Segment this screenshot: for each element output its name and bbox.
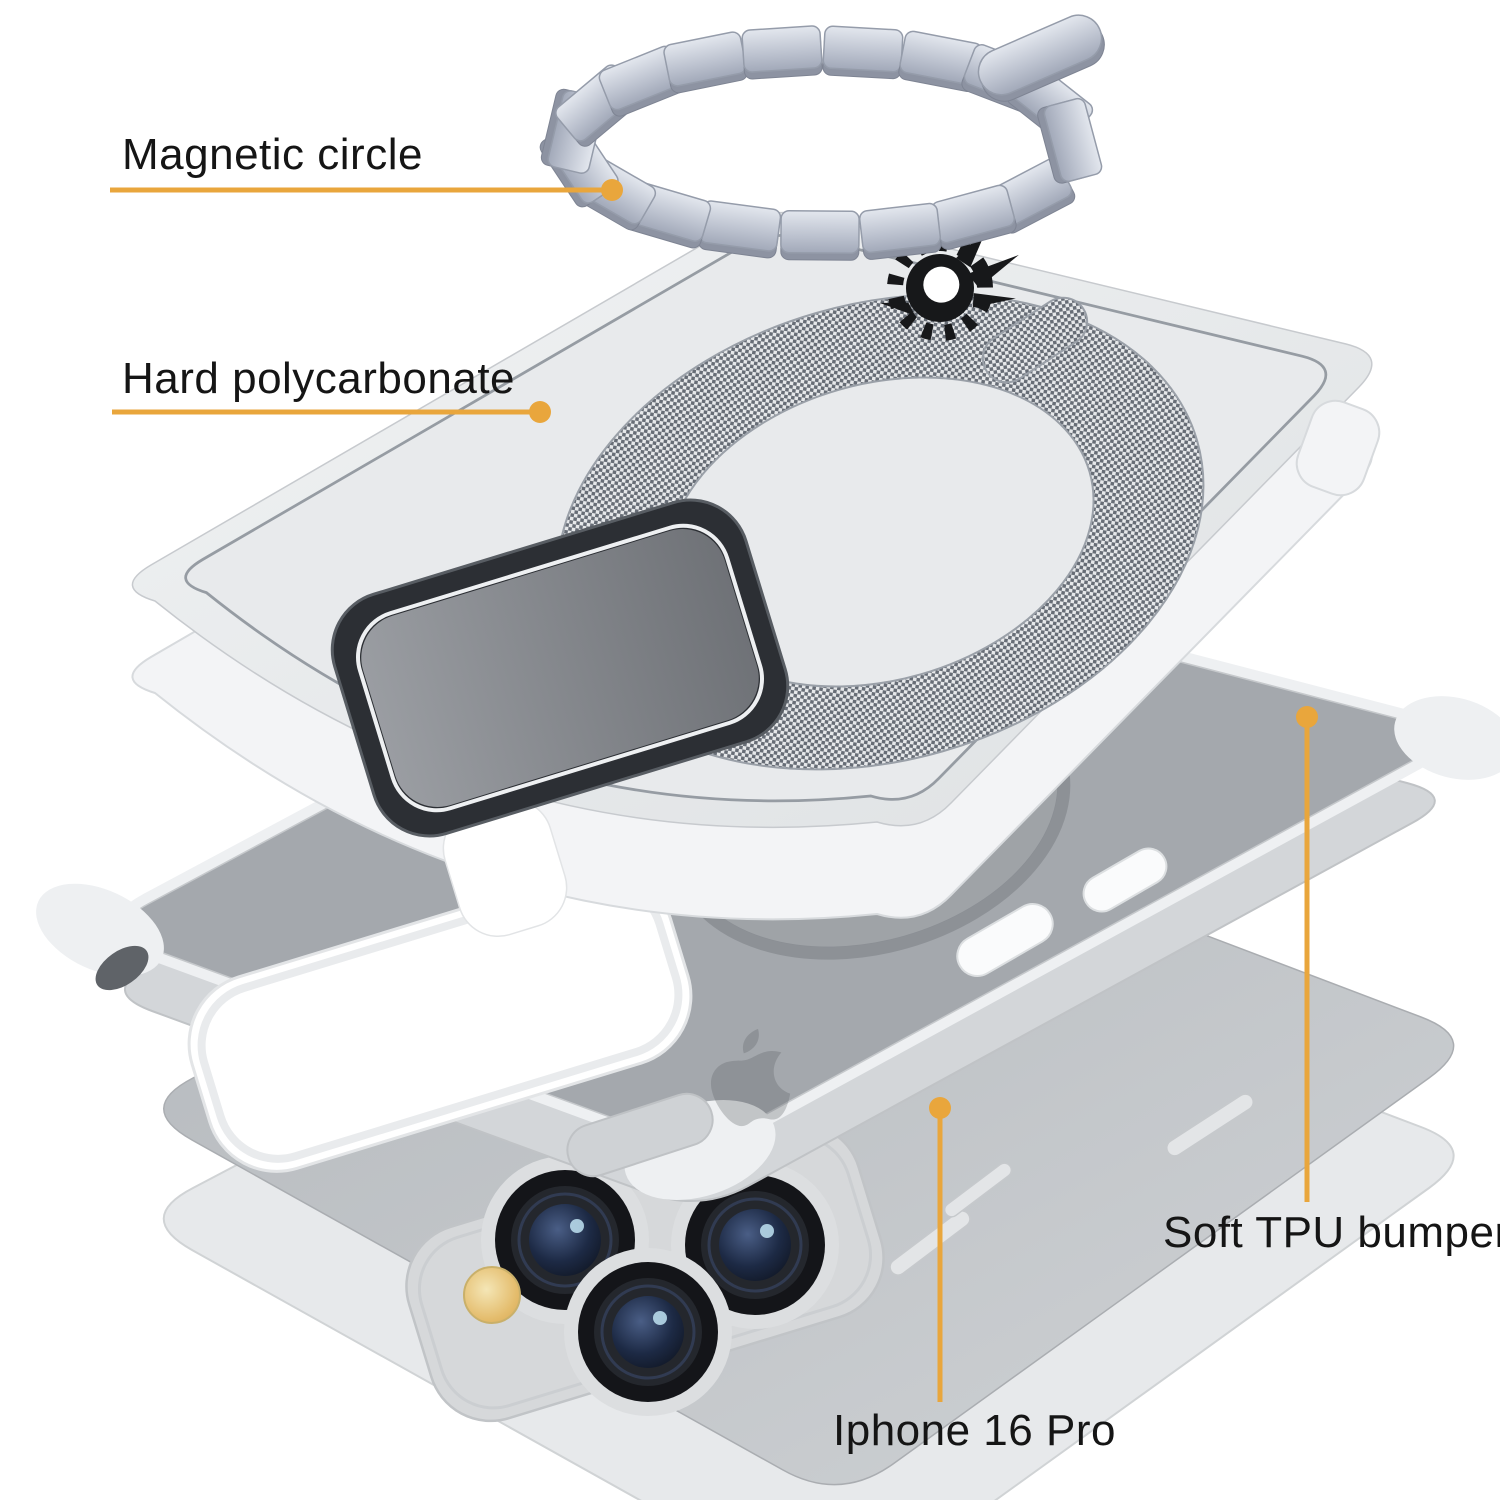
label-magnetic-circle: Magnetic circle (122, 130, 423, 179)
label-hard-polycarbonate: Hard polycarbonate (122, 354, 516, 403)
leader-lines (110, 187, 1310, 1402)
tpu-button-cutouts (956, 847, 1168, 977)
tpu-front-slot (566, 1092, 714, 1178)
shell-corner-foot (1295, 399, 1381, 497)
camera-lens-main (671, 1161, 839, 1329)
leader-dot-soft-tpu-bumper (1296, 706, 1318, 728)
tpu-camera-hole (187, 867, 693, 1173)
magnet-ring (539, 14, 1105, 261)
lanyard-hole (95, 945, 149, 991)
magnet-bar (977, 14, 1105, 102)
leader-dot-magnetic-circle (601, 179, 623, 201)
camera-flash (463, 1266, 521, 1324)
magsafe-crosshatch-ring (555, 293, 1205, 771)
leader-dot-hard-polycarbonate (529, 401, 551, 423)
magsafe-crosshatch-bar (981, 296, 1089, 384)
leader-dot-iphone-16-pro (929, 1097, 951, 1119)
apple-logo-icon (710, 1028, 791, 1126)
camera-lens-telephoto (564, 1248, 732, 1416)
leader-dots (529, 179, 1318, 1119)
hard-shell (131, 211, 1381, 938)
side-buttons (889, 1093, 1254, 1276)
brand-sun-icon (879, 228, 1019, 341)
label-iphone-16-pro: Iphone 16 Pro (833, 1406, 1116, 1455)
label-soft-tpu-bumper: Soft TPU bumper (1163, 1208, 1500, 1257)
shell-camera-cutout (330, 498, 790, 838)
